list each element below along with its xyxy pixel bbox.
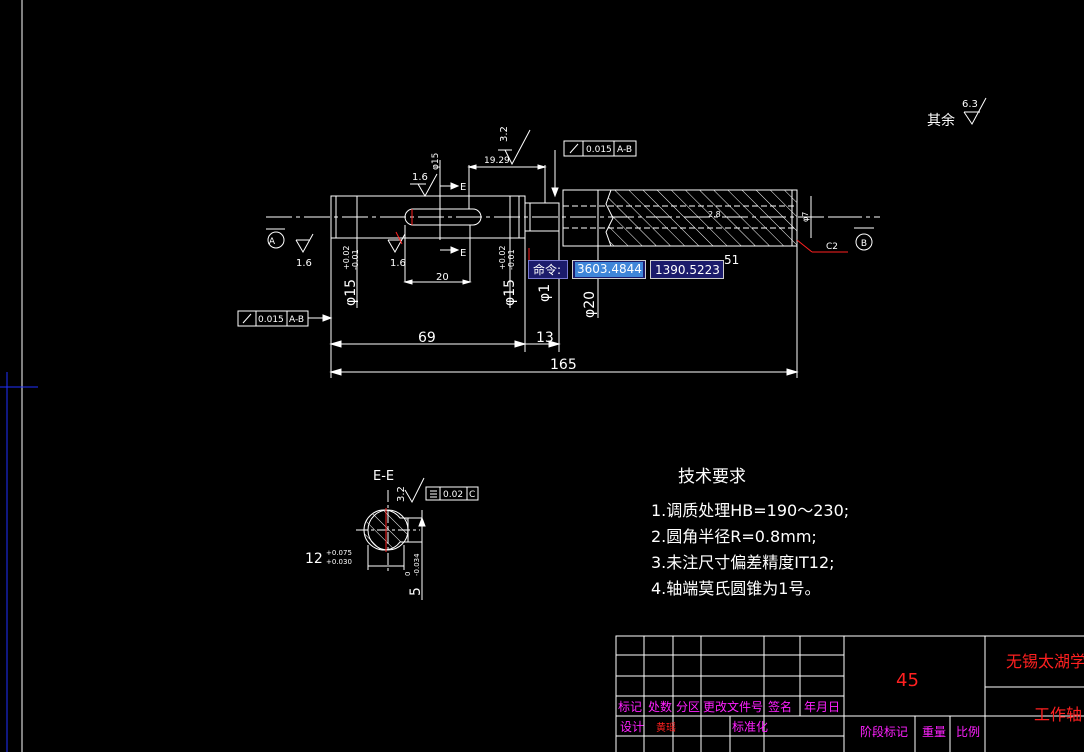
tb-design-label: 设计	[620, 720, 644, 734]
tb-header-count: 处数	[648, 699, 672, 714]
dim-2-8: 2.8	[708, 210, 721, 219]
tb-header-zone: 分区	[676, 700, 700, 714]
tech-item-3: 3.未注尺寸偏差精度IT12;	[651, 553, 835, 572]
tb-standard-label: 标准化	[732, 720, 768, 734]
section-frame-value: 0.02	[443, 490, 463, 500]
keyway	[404, 208, 482, 226]
tb-material: 45	[896, 670, 919, 691]
tol-left-lower: -0.01	[351, 249, 360, 270]
roughness-other-label: 其余	[927, 112, 955, 129]
section-mark-bottom: E	[460, 248, 466, 259]
dim-phi15-left: φ15	[343, 279, 359, 306]
dim-phi15-top: φ15	[431, 153, 441, 170]
tol-mid-lower: -0.01	[507, 249, 516, 270]
tb-weight: 重量	[922, 725, 946, 739]
roughness-other-value: 6.3	[962, 99, 978, 110]
dim-phi15-mid: φ15	[502, 279, 518, 306]
dim-19-29: 19.29	[484, 156, 510, 166]
shaft-segment-middle	[524, 202, 560, 232]
dim-13: 13	[536, 330, 554, 346]
section-hatch	[605, 189, 798, 247]
tb-header-date: 年月日	[804, 700, 840, 714]
tb-header-signature: 签名	[768, 699, 792, 714]
tb-header-mark: 标记	[618, 700, 642, 714]
tech-item-1: 1.调质处理HB=190～230;	[651, 501, 849, 520]
roughness-left-3: 1.6	[390, 258, 406, 269]
tb-school: 无锡太湖学院	[1006, 652, 1084, 671]
coordinate-x-value[interactable]: 3603.4844	[575, 262, 643, 277]
dim-phi20: φ20	[582, 291, 598, 318]
tol-left-upper: +0.02	[342, 245, 351, 270]
title-block	[615, 635, 1084, 752]
section-title: E-E	[373, 469, 394, 484]
section-depth-dim: 5	[408, 587, 424, 596]
section-view-texts: E-E 3.2 0.02 C 12 +0.075 +0.030 5 0 -0.0…	[305, 469, 475, 596]
frame-top-value: 0.015	[586, 145, 612, 155]
frame-top-ref: A-B	[617, 145, 632, 155]
tol-mid-upper: +0.02	[498, 245, 507, 270]
tech-item-2: 2.圆角半径R=0.8mm;	[651, 527, 817, 546]
roughness-top-value: 3.2	[499, 126, 510, 142]
dim-c2: C2	[826, 242, 838, 252]
section-depth-tol-upper: 0	[404, 572, 412, 576]
dim-51-partial: 51	[724, 253, 739, 267]
coordinate-y-input[interactable]: 1390.5223	[650, 260, 724, 279]
tb-stage-mark: 阶段标记	[860, 724, 908, 739]
datum-a: A	[269, 237, 276, 247]
cursor-crosshair	[0, 372, 38, 752]
dim-20: 20	[436, 272, 449, 283]
section-width-tol-lower: +0.030	[326, 558, 352, 566]
section-roughness: 3.2	[396, 486, 407, 502]
main-view-texts: 6.3 其余 3.2 1.6 1.6 1.6 A B 0.015 A-B 0.0…	[258, 99, 978, 373]
section-width-tol-upper: +0.075	[326, 549, 352, 557]
dim-phi7: φ7	[801, 212, 810, 222]
tb-designer-name: 黄瑶	[656, 721, 676, 734]
section-width-dim: 12	[305, 551, 323, 567]
dim-phi1-partial: φ1	[537, 284, 553, 302]
section-frame-ref: C	[469, 490, 475, 500]
tb-part-name: 工作轴	[1034, 705, 1082, 724]
tb-header-change-doc: 更改文件号	[703, 699, 763, 714]
shaft-main-view	[237, 97, 987, 378]
datum-b: B	[861, 239, 867, 249]
section-depth-tol-lower: -0.034	[413, 553, 421, 576]
roughness-left-2: 1.6	[296, 258, 312, 269]
red-markers	[395, 209, 530, 262]
tech-requirements: 技术要求 1.调质处理HB=190～230; 2.圆角半径R=0.8mm; 3.…	[651, 467, 849, 598]
section-mark-top: E	[460, 182, 466, 193]
frame-left-ref: A-B	[289, 315, 304, 325]
tb-scale: 比例	[956, 725, 980, 739]
tech-title: 技术要求	[678, 467, 746, 487]
frame-left-value: 0.015	[258, 315, 284, 325]
tech-item-4: 4.轴端莫氏圆锥为1号。	[651, 579, 820, 598]
title-block-texts: 标记 处数 分区 更改文件号 签名 年月日 设计 黄瑶 标准化 阶段标记 重量 …	[618, 652, 1084, 739]
roughness-left-1: 1.6	[412, 172, 428, 183]
dim-69: 69	[418, 330, 436, 346]
coordinate-x-input[interactable]: 3603.4844	[572, 260, 646, 279]
command-label: 命令:	[528, 260, 568, 279]
dim-165: 165	[550, 357, 577, 373]
